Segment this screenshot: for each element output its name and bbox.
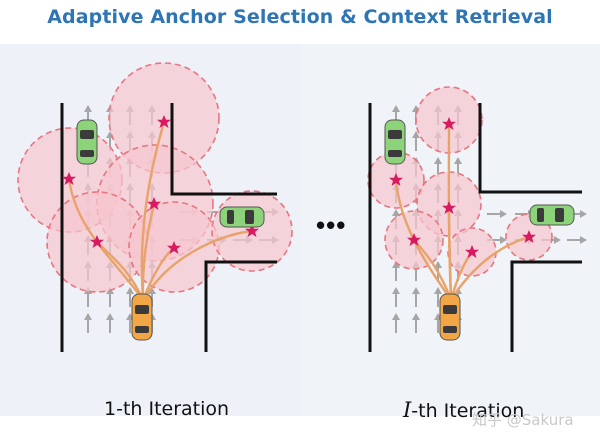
lane-arrow-up-icon bbox=[411, 130, 421, 152]
left-other-car-right-icon bbox=[219, 206, 265, 228]
right-other-car-top-icon bbox=[384, 119, 406, 165]
lane-arrow-up-icon bbox=[83, 312, 93, 334]
left-anchor-stars bbox=[62, 115, 259, 254]
lane-arrow-up-icon bbox=[411, 286, 421, 308]
lane-arrow-up-icon bbox=[411, 312, 421, 334]
anchor-star-icon bbox=[389, 173, 403, 186]
anchor-star-icon bbox=[90, 235, 104, 248]
anchor-star-icon bbox=[442, 201, 456, 214]
anchor-star-icon bbox=[167, 241, 181, 254]
watermark: 知乎 @Sakura bbox=[472, 411, 574, 429]
lane-arrow-right-icon bbox=[486, 209, 508, 219]
left-context-circles bbox=[17, 62, 293, 293]
right-ego-car-icon bbox=[439, 293, 461, 341]
caption-ith-suffix: -th Iteration bbox=[411, 400, 525, 422]
caption-ith-iteration: I-th Iteration bbox=[403, 398, 524, 422]
anchor-star-icon bbox=[62, 172, 76, 185]
right-anchor-stars bbox=[389, 117, 536, 258]
page-title: Adaptive Anchor Selection & Context Retr… bbox=[47, 6, 553, 28]
anchor-star-icon bbox=[245, 224, 259, 237]
right-road-edges bbox=[368, 103, 582, 352]
iteration-ellipsis: ••• bbox=[316, 210, 347, 240]
anchor-star-icon bbox=[147, 197, 161, 210]
lane-arrow-up-icon bbox=[391, 286, 401, 308]
caption-iteration-variable: I bbox=[403, 398, 412, 422]
lane-arrow-right-icon bbox=[566, 235, 588, 245]
anchor-star-icon bbox=[465, 245, 479, 258]
anchor-star-icon bbox=[522, 230, 536, 243]
left-other-car-top-icon bbox=[76, 119, 98, 165]
anchor-star-icon bbox=[442, 117, 456, 130]
anchor-star-icon bbox=[407, 233, 421, 246]
right-other-car-right-icon bbox=[529, 204, 575, 226]
lane-arrow-up-icon bbox=[105, 312, 115, 334]
left-road-edges bbox=[60, 103, 277, 352]
caption-first-iteration: 1-th Iteration bbox=[104, 398, 230, 420]
lane-arrow-up-icon bbox=[391, 312, 401, 334]
left-ego-car-icon bbox=[131, 293, 153, 341]
anchor-star-icon bbox=[157, 115, 171, 128]
